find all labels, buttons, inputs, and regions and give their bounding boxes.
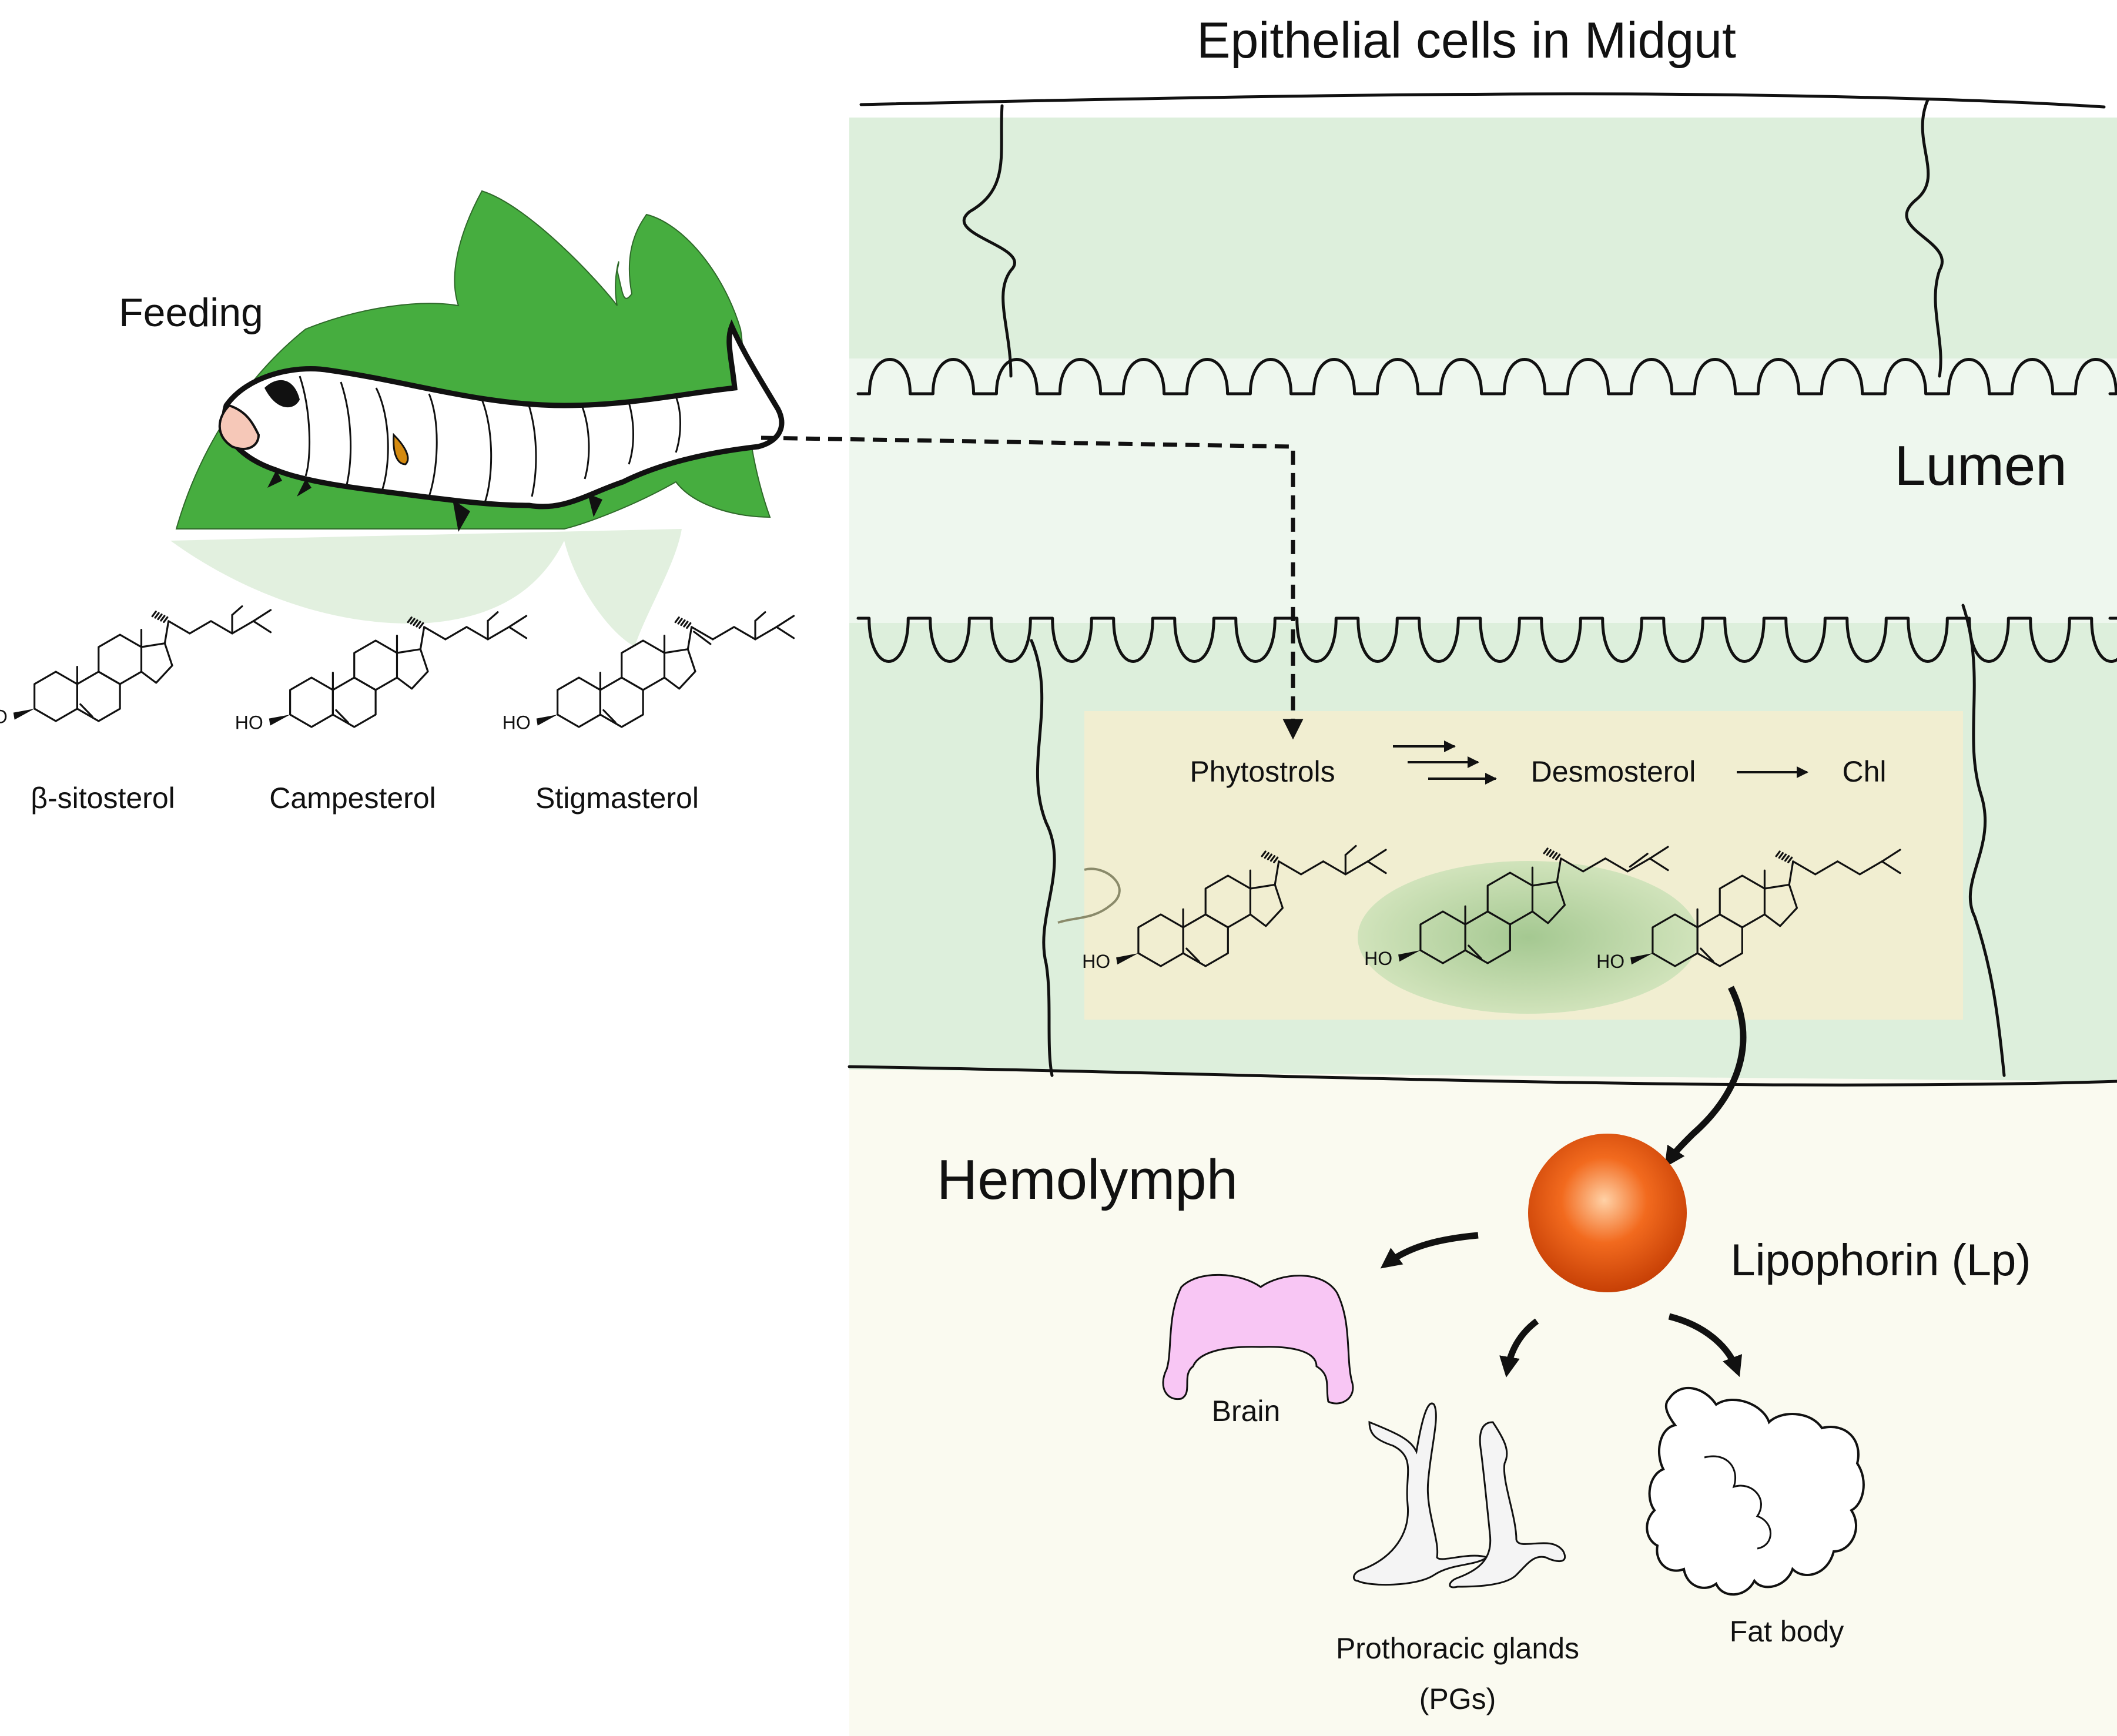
- fat-body-lobe-line: [1704, 1455, 1771, 1550]
- arrow-to-brain: [1380, 1232, 1479, 1269]
- hydroxyl-label: HO: [1082, 951, 1110, 972]
- lumen-region: [849, 353, 2117, 635]
- basal-membrane: [848, 1065, 2117, 1087]
- lumen-label: Lumen: [1894, 434, 2067, 497]
- prothoracic-glands-shape: [1353, 1402, 1566, 1588]
- caterpillar-eyespot: [264, 380, 300, 408]
- sterol-name-campesterol: Campesterol: [269, 782, 436, 815]
- microvilli-border-top: [856, 358, 2117, 396]
- arrow-to-fat-body: [1668, 1313, 1743, 1378]
- cell-boundary: [962, 104, 1016, 378]
- sterol-name-stigmasterol: Stigmasterol: [535, 782, 699, 815]
- apical-membrane-top: [859, 92, 2106, 109]
- arrow-to-pgs: [1499, 1318, 1539, 1378]
- brain-label: Brain: [1212, 1395, 1281, 1427]
- caterpillar-spot: [393, 433, 409, 465]
- lipophorin-label: Lipophorin (Lp): [1730, 1235, 2031, 1285]
- stigmasterol-structure: HO: [503, 611, 795, 733]
- upper-epithelium: [849, 118, 2117, 358]
- sterol-structures: HO HO HO HO HO HO: [0, 605, 1901, 972]
- sterol-name-sitosterol: β-sitosterol: [31, 782, 175, 815]
- caterpillar-segments: [299, 376, 681, 503]
- caterpillar-head: [218, 404, 260, 450]
- hydroxyl-label: HO: [0, 706, 8, 728]
- pg-label-line2: (PGs): [1419, 1683, 1496, 1715]
- cell-boundary-fragment: [1057, 867, 1121, 924]
- hydroxyl-label: HO: [235, 712, 263, 733]
- pg-label-line1: Prothoracic glands: [1336, 1632, 1579, 1665]
- uptake-dashed-arrow: [761, 435, 1304, 740]
- hemolymph-label: Hemolymph: [937, 1148, 1238, 1211]
- campesterol-structure: HO: [235, 611, 528, 733]
- cell-boundary: [1030, 639, 1056, 1077]
- hydroxyl-label: HO: [1596, 951, 1624, 972]
- cell-boundary: [1961, 604, 2006, 1077]
- delivery-arrows: [1380, 1232, 1743, 1378]
- lipophorin-particle: [1528, 1134, 1687, 1292]
- pathway-arrows: [1393, 740, 1808, 785]
- caterpillar-body: [222, 319, 785, 510]
- phytosterol-structure: HO: [1082, 844, 1387, 972]
- hydroxyl-label: HO: [1364, 948, 1392, 969]
- sitosterol-structure: HO: [0, 605, 272, 728]
- pathway-desmosterol: Desmosterol: [1531, 755, 1696, 788]
- feeding-label: Feeding: [119, 290, 263, 335]
- diagram-title: Epithelial cells in Midgut: [1197, 12, 1736, 69]
- desmosterol-structure: HO: [1364, 846, 1669, 969]
- desmosterol-highlight: [1358, 861, 1699, 1014]
- cholesterol-structure: HO: [1596, 849, 1901, 972]
- pathway-phytosterols: Phytostrols: [1190, 755, 1335, 788]
- chl-to-lipophorin-arrow: [1664, 986, 1747, 1168]
- cell-boundary: [1905, 98, 1944, 378]
- hydroxyl-label: HO: [503, 712, 531, 733]
- leaf-shadow: [170, 529, 682, 646]
- caterpillar-legs: [267, 470, 602, 532]
- pathway-cholesterol: Chl: [1842, 755, 1886, 788]
- feeding-illustration: [170, 190, 785, 646]
- fat-body-label: Fat body: [1730, 1615, 1844, 1648]
- brain-shape: [1162, 1273, 1354, 1405]
- microvilli-border-bottom: [856, 616, 2117, 663]
